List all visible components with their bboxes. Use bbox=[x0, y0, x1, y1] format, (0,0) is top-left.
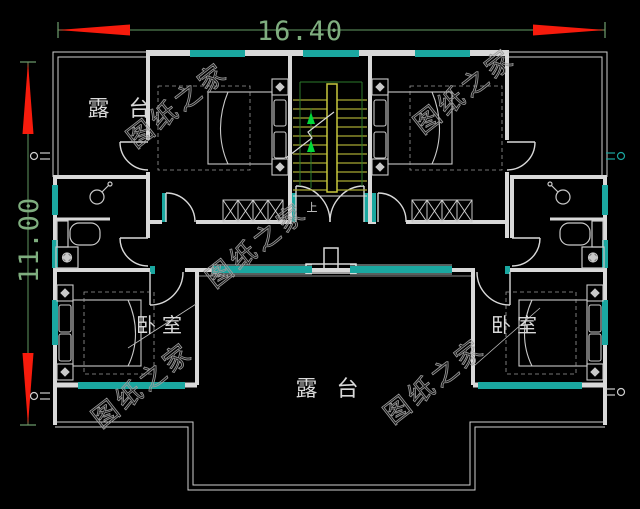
doors bbox=[119, 141, 541, 306]
stair-rail bbox=[326, 83, 338, 193]
toilet-icon bbox=[591, 220, 604, 248]
dim-arrow-left-icon bbox=[58, 24, 130, 36]
toilet-icon bbox=[56, 220, 69, 248]
shower-icon bbox=[581, 246, 605, 269]
bed-top-left bbox=[157, 78, 289, 176]
room-label-terrace-bottom: 露 台 bbox=[296, 377, 365, 402]
downspout-icon bbox=[29, 151, 626, 401]
dim-arrow-up-icon bbox=[22, 62, 34, 134]
bathroom-right-fixtures bbox=[547, 181, 605, 269]
stair-direction-label: 上 bbox=[307, 201, 318, 214]
stair-break-line bbox=[285, 111, 335, 159]
dim-arrow-right-icon bbox=[533, 24, 605, 36]
stair-up-arrow-icon bbox=[307, 112, 315, 124]
interior-walls bbox=[55, 55, 605, 385]
wardrobe-right bbox=[411, 199, 473, 223]
dim-arrow-down-icon bbox=[22, 353, 34, 425]
wardrobe-left bbox=[222, 199, 284, 223]
label-leader-lines bbox=[127, 303, 541, 367]
stair-up-arrow-icon bbox=[307, 140, 315, 152]
dimension-width-value: 16.40 bbox=[257, 16, 343, 47]
downspout-icon bbox=[606, 151, 626, 161]
windows bbox=[52, 50, 608, 389]
sink-icon bbox=[555, 189, 571, 205]
staircase: 上 bbox=[285, 81, 367, 214]
terrace-parapets bbox=[52, 51, 608, 491]
dimension-width: 16.40 bbox=[57, 16, 606, 47]
room-label-terrace-top: 露 台 bbox=[88, 97, 157, 122]
watermark-text: 图纸之家 bbox=[201, 197, 314, 295]
bed-bottom-left bbox=[56, 284, 155, 381]
dimension-height-value: 11.00 bbox=[14, 197, 45, 283]
bathroom-left-fixtures bbox=[55, 181, 113, 269]
bed-top-right bbox=[371, 78, 503, 176]
shower-icon bbox=[55, 246, 79, 269]
room-label-bedroom-left: 卧室 bbox=[136, 313, 188, 337]
dimension-height: 11.00 bbox=[14, 61, 45, 426]
room-label-bedroom-right: 卧室 bbox=[491, 313, 543, 337]
sink-icon bbox=[89, 189, 105, 205]
bed-bottom-right bbox=[505, 284, 604, 381]
